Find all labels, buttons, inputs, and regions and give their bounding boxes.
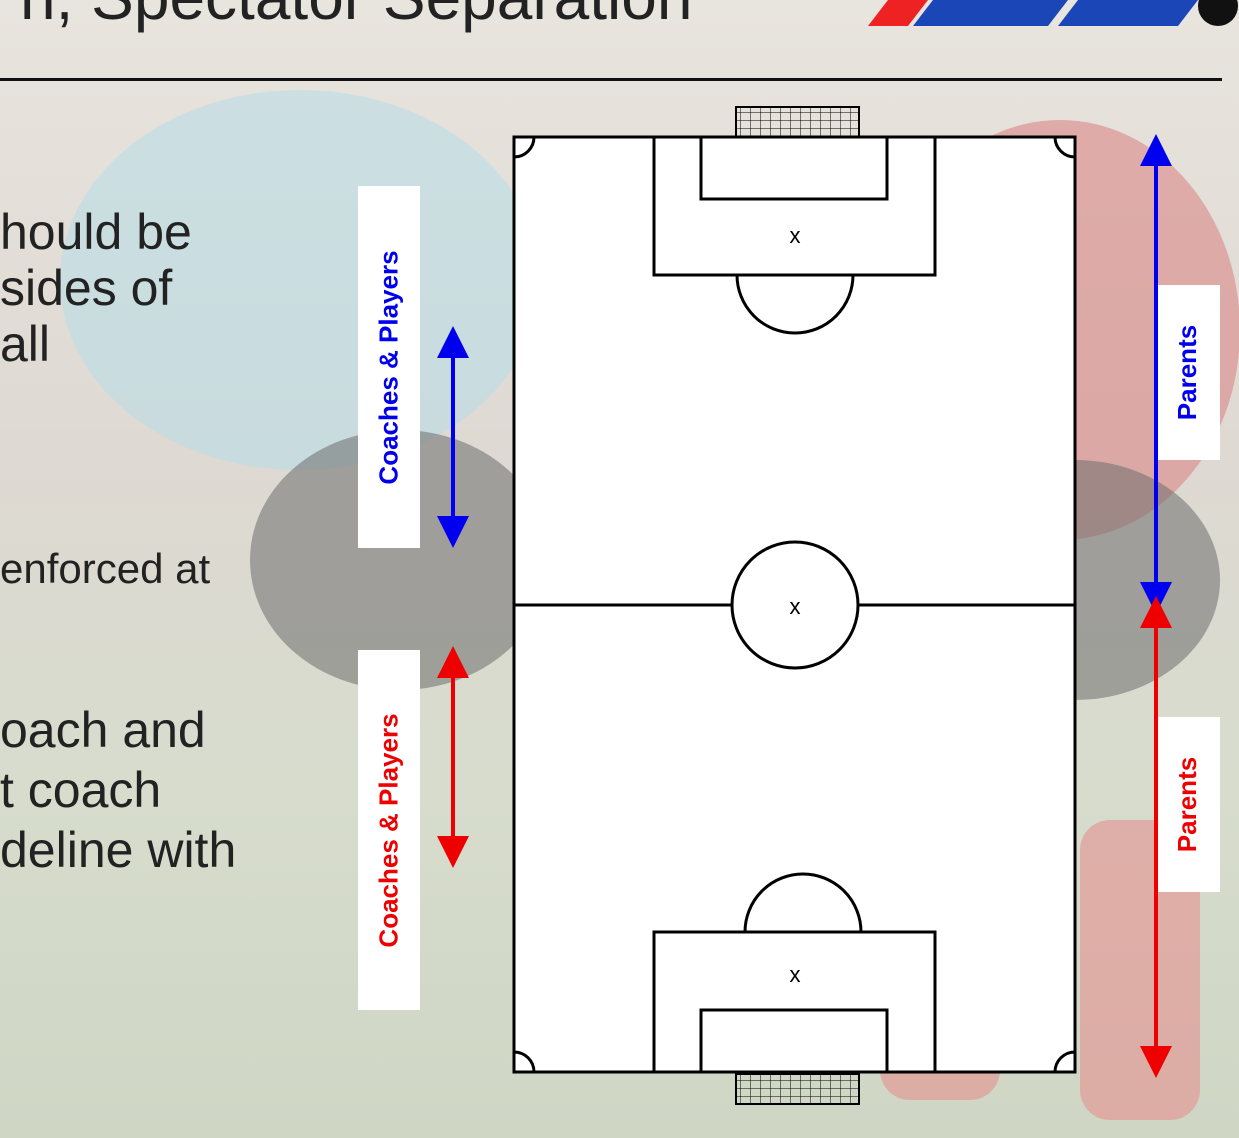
goal-box-bottom [701,1010,887,1072]
goal-net-bottom [736,1074,859,1104]
x-mark-top: x [790,223,801,248]
goal-net-top [736,107,859,137]
x-mark-bottom: x [790,962,801,987]
x-mark-center: x [790,594,801,619]
goal-box-top [701,137,887,199]
